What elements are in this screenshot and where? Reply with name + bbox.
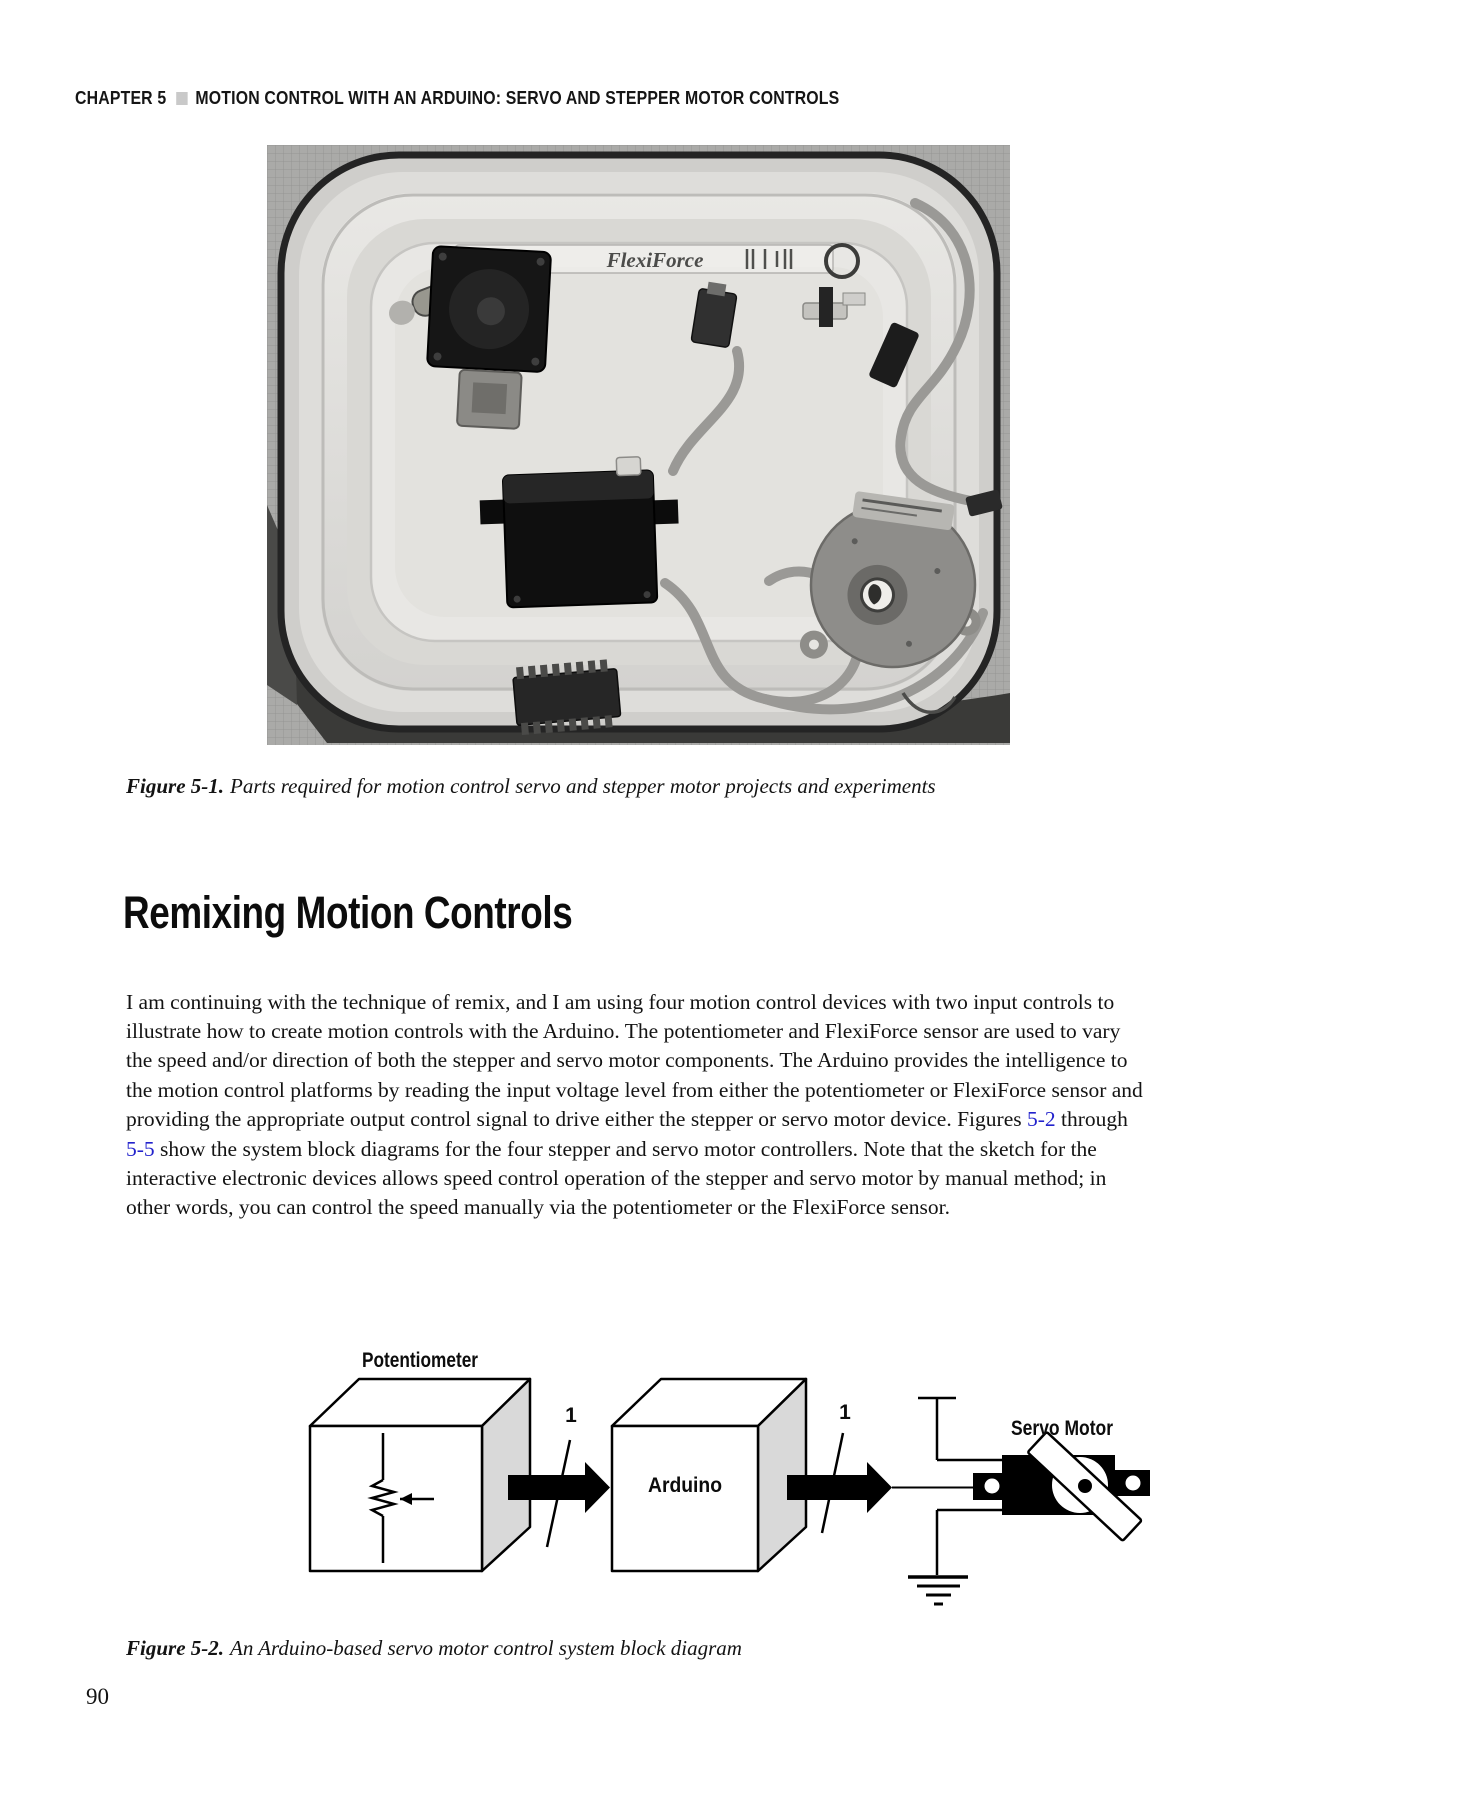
section-marker-square-icon <box>176 92 188 105</box>
figure-ref-link[interactable]: 5-5 <box>126 1136 155 1161</box>
small-connector-part <box>690 281 738 348</box>
arduino-box <box>610 1377 808 1573</box>
square-stepper-motor <box>389 245 552 430</box>
servo-motor-photo <box>479 456 679 609</box>
potentiometer-symbol <box>367 1433 434 1563</box>
figure-5-1-caption-label: Figure 5-1. <box>126 774 225 798</box>
flexiforce-sensing-ring <box>824 243 860 279</box>
figure-5-1-caption-text: Parts required for motion control servo … <box>230 774 936 798</box>
ground-symbol <box>908 1508 1002 1606</box>
servo-motor-label: Servo Motor <box>1011 1417 1113 1440</box>
figure-5-1-caption: Figure 5-1.Parts required for motion con… <box>126 774 936 799</box>
figure-5-1-photo: FlexiForce <box>267 145 1010 745</box>
flexiforce-label: FlexiForce <box>606 248 704 272</box>
ic-chip <box>512 659 622 736</box>
signal-arrow-1 <box>508 1439 610 1548</box>
block-diagram-svg: Potentiometer 1 Arduino <box>308 1349 1150 1606</box>
figure-5-2-caption-label: Figure 5-2. <box>126 1636 225 1660</box>
signal-arrow-2 <box>787 1432 892 1534</box>
paragraph-text: through <box>1055 1107 1128 1132</box>
section-heading: Remixing Motion Controls <box>123 887 573 938</box>
paragraph-text: show the system block diagrams for the f… <box>126 1136 1107 1220</box>
thin-wire <box>901 692 957 714</box>
servo-motor-symbol <box>973 1431 1150 1542</box>
potentiometer-box <box>308 1377 532 1573</box>
wire-connector <box>869 322 1003 517</box>
potentiometer-label: Potentiometer <box>362 1349 478 1372</box>
figure-5-2-caption-text: An Arduino-based servo motor control sys… <box>230 1636 742 1660</box>
figure-5-2-diagram: Potentiometer 1 Arduino <box>260 1340 1160 1625</box>
parts-photo-svg: FlexiForce <box>267 145 1010 745</box>
wire-count-label-right: 1 <box>839 1401 851 1424</box>
small-bracket-part <box>802 287 866 327</box>
disc-stepper-motor <box>799 491 981 669</box>
page-number: 90 <box>86 1684 109 1709</box>
figure-ref-link[interactable]: 5-2 <box>1026 1107 1056 1132</box>
wire-count-label-left: 1 <box>565 1404 577 1427</box>
paragraph-text: I am continuing with the technique of re… <box>126 989 1143 1132</box>
power-rail-symbol <box>918 1396 1002 1462</box>
running-head: CHAPTER 5 MOTION CONTROL WITH AN ARDUINO:… <box>75 88 839 109</box>
body-paragraph: I am continuing with the technique of re… <box>126 988 1151 1223</box>
chapter-title: MOTION CONTROL WITH AN ARDUINO: SERVO AN… <box>195 88 840 108</box>
chapter-number: CHAPTER 5 <box>75 88 167 108</box>
arduino-label: Arduino <box>648 1474 722 1497</box>
figure-5-2-caption: Figure 5-2.An Arduino-based servo motor … <box>126 1636 742 1661</box>
